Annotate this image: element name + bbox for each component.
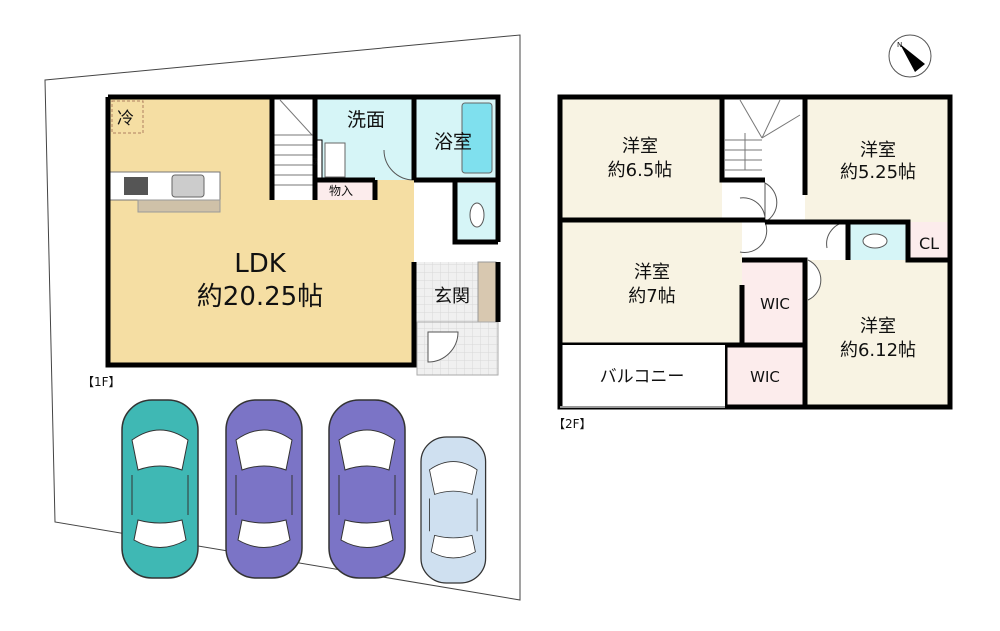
wic2-label: WIC: [750, 368, 780, 386]
wic2-area: [725, 345, 805, 407]
car-teal-icon: [121, 399, 199, 579]
balcony-area: [560, 345, 725, 407]
floor2-label: 【2F】: [553, 417, 592, 431]
room-5-25-size: 約5.25帖: [840, 162, 916, 183]
compass-north-label: N: [897, 41, 902, 49]
storage-label: 物入: [329, 184, 353, 198]
balcony-label: バルコニー: [600, 367, 685, 387]
wic1-area: [742, 260, 805, 345]
stair-steps-2f: [725, 99, 801, 171]
room-5-25-name: 洋室: [860, 140, 896, 161]
toilet-2f-icon: [862, 233, 888, 249]
room-6-12: [805, 260, 950, 407]
car-purple-icon: [225, 399, 303, 579]
ldk-label: LDK: [234, 249, 287, 279]
room-6-12-size: 約6.12帖: [840, 340, 916, 361]
storage-area: [315, 180, 375, 200]
closet-label: CL: [919, 234, 939, 253]
shoe-cabinet: [477, 261, 497, 323]
room-6-5-size: 約6.5帖: [608, 160, 673, 181]
door-swings-2f: [739, 182, 849, 301]
room-7-size: 約7帖: [628, 286, 675, 307]
fridge-space: [111, 100, 144, 134]
bathtub: [461, 102, 493, 174]
walls-1f: [105, 94, 501, 368]
wash-basin: [324, 142, 346, 178]
room-7-name: 洋室: [634, 262, 670, 283]
fridge-label: 冷: [117, 109, 134, 129]
porch: [416, 321, 499, 376]
bath-label: 浴室: [434, 131, 472, 153]
washroom-label: 洗面: [347, 109, 385, 131]
room-6-12-name: 洋室: [860, 316, 896, 337]
floor1-label: 【1F】: [82, 375, 121, 389]
lot-boundary: [44, 34, 521, 601]
stair-steps-1f: [272, 99, 315, 186]
floor2-plan: 洋室 約6.5帖 洋室 約5.25帖 洋室 約7帖 洋室 約6.12帖 CL W…: [553, 94, 953, 431]
toilet-icon: [469, 202, 485, 228]
car-purple-icon-2: [328, 399, 406, 579]
entrance-label: 玄関: [434, 286, 470, 307]
kitchen-counter-ext: [137, 199, 221, 213]
room-6-5-name: 洋室: [622, 136, 658, 157]
room-5-25: [805, 97, 950, 222]
closet-area: [908, 222, 950, 260]
ldk-size: 約20.25帖: [197, 282, 323, 312]
compass-icon: N: [888, 34, 932, 78]
floor1-plan: 冷 洗面 浴室 物入 PS LDK 約20.25帖 玄関 【1F】: [82, 94, 501, 389]
wic1-label: WIC: [760, 295, 790, 313]
room-6-5: [560, 97, 722, 218]
room-7: [560, 222, 742, 345]
ps-label: PS: [311, 158, 318, 166]
car-light-icon: [420, 436, 487, 584]
stove-icon: [124, 177, 148, 195]
sink-icon: [171, 174, 205, 198]
